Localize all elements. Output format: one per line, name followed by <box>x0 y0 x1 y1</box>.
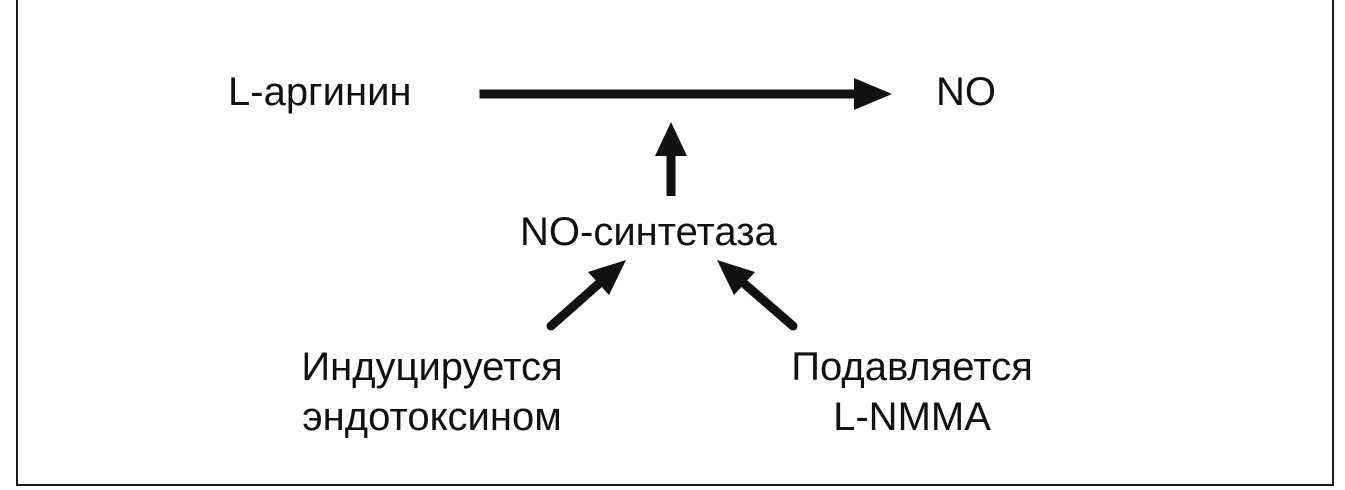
inhibitor-line-2: L-NMMA <box>833 395 991 439</box>
inhibitor-label: Подавляется L-NMMA <box>742 342 1082 442</box>
inducer-line-1: Индуцируется <box>301 345 563 389</box>
reaction-arrow <box>479 78 892 110</box>
enzyme-label: NO-синтетаза <box>520 210 777 254</box>
inhibitor-arrow <box>717 260 798 331</box>
catalysis-arrow <box>655 122 687 196</box>
substrate-label: L-аргинин <box>228 70 412 114</box>
inducer-label: Индуцируется эндотоксином <box>262 342 602 442</box>
product-label: NO <box>936 70 996 114</box>
inducer-arrow <box>546 260 626 331</box>
inhibitor-line-1: Подавляется <box>791 345 1033 389</box>
inducer-line-2: эндотоксином <box>302 395 562 439</box>
diagram-frame <box>16 0 1334 486</box>
